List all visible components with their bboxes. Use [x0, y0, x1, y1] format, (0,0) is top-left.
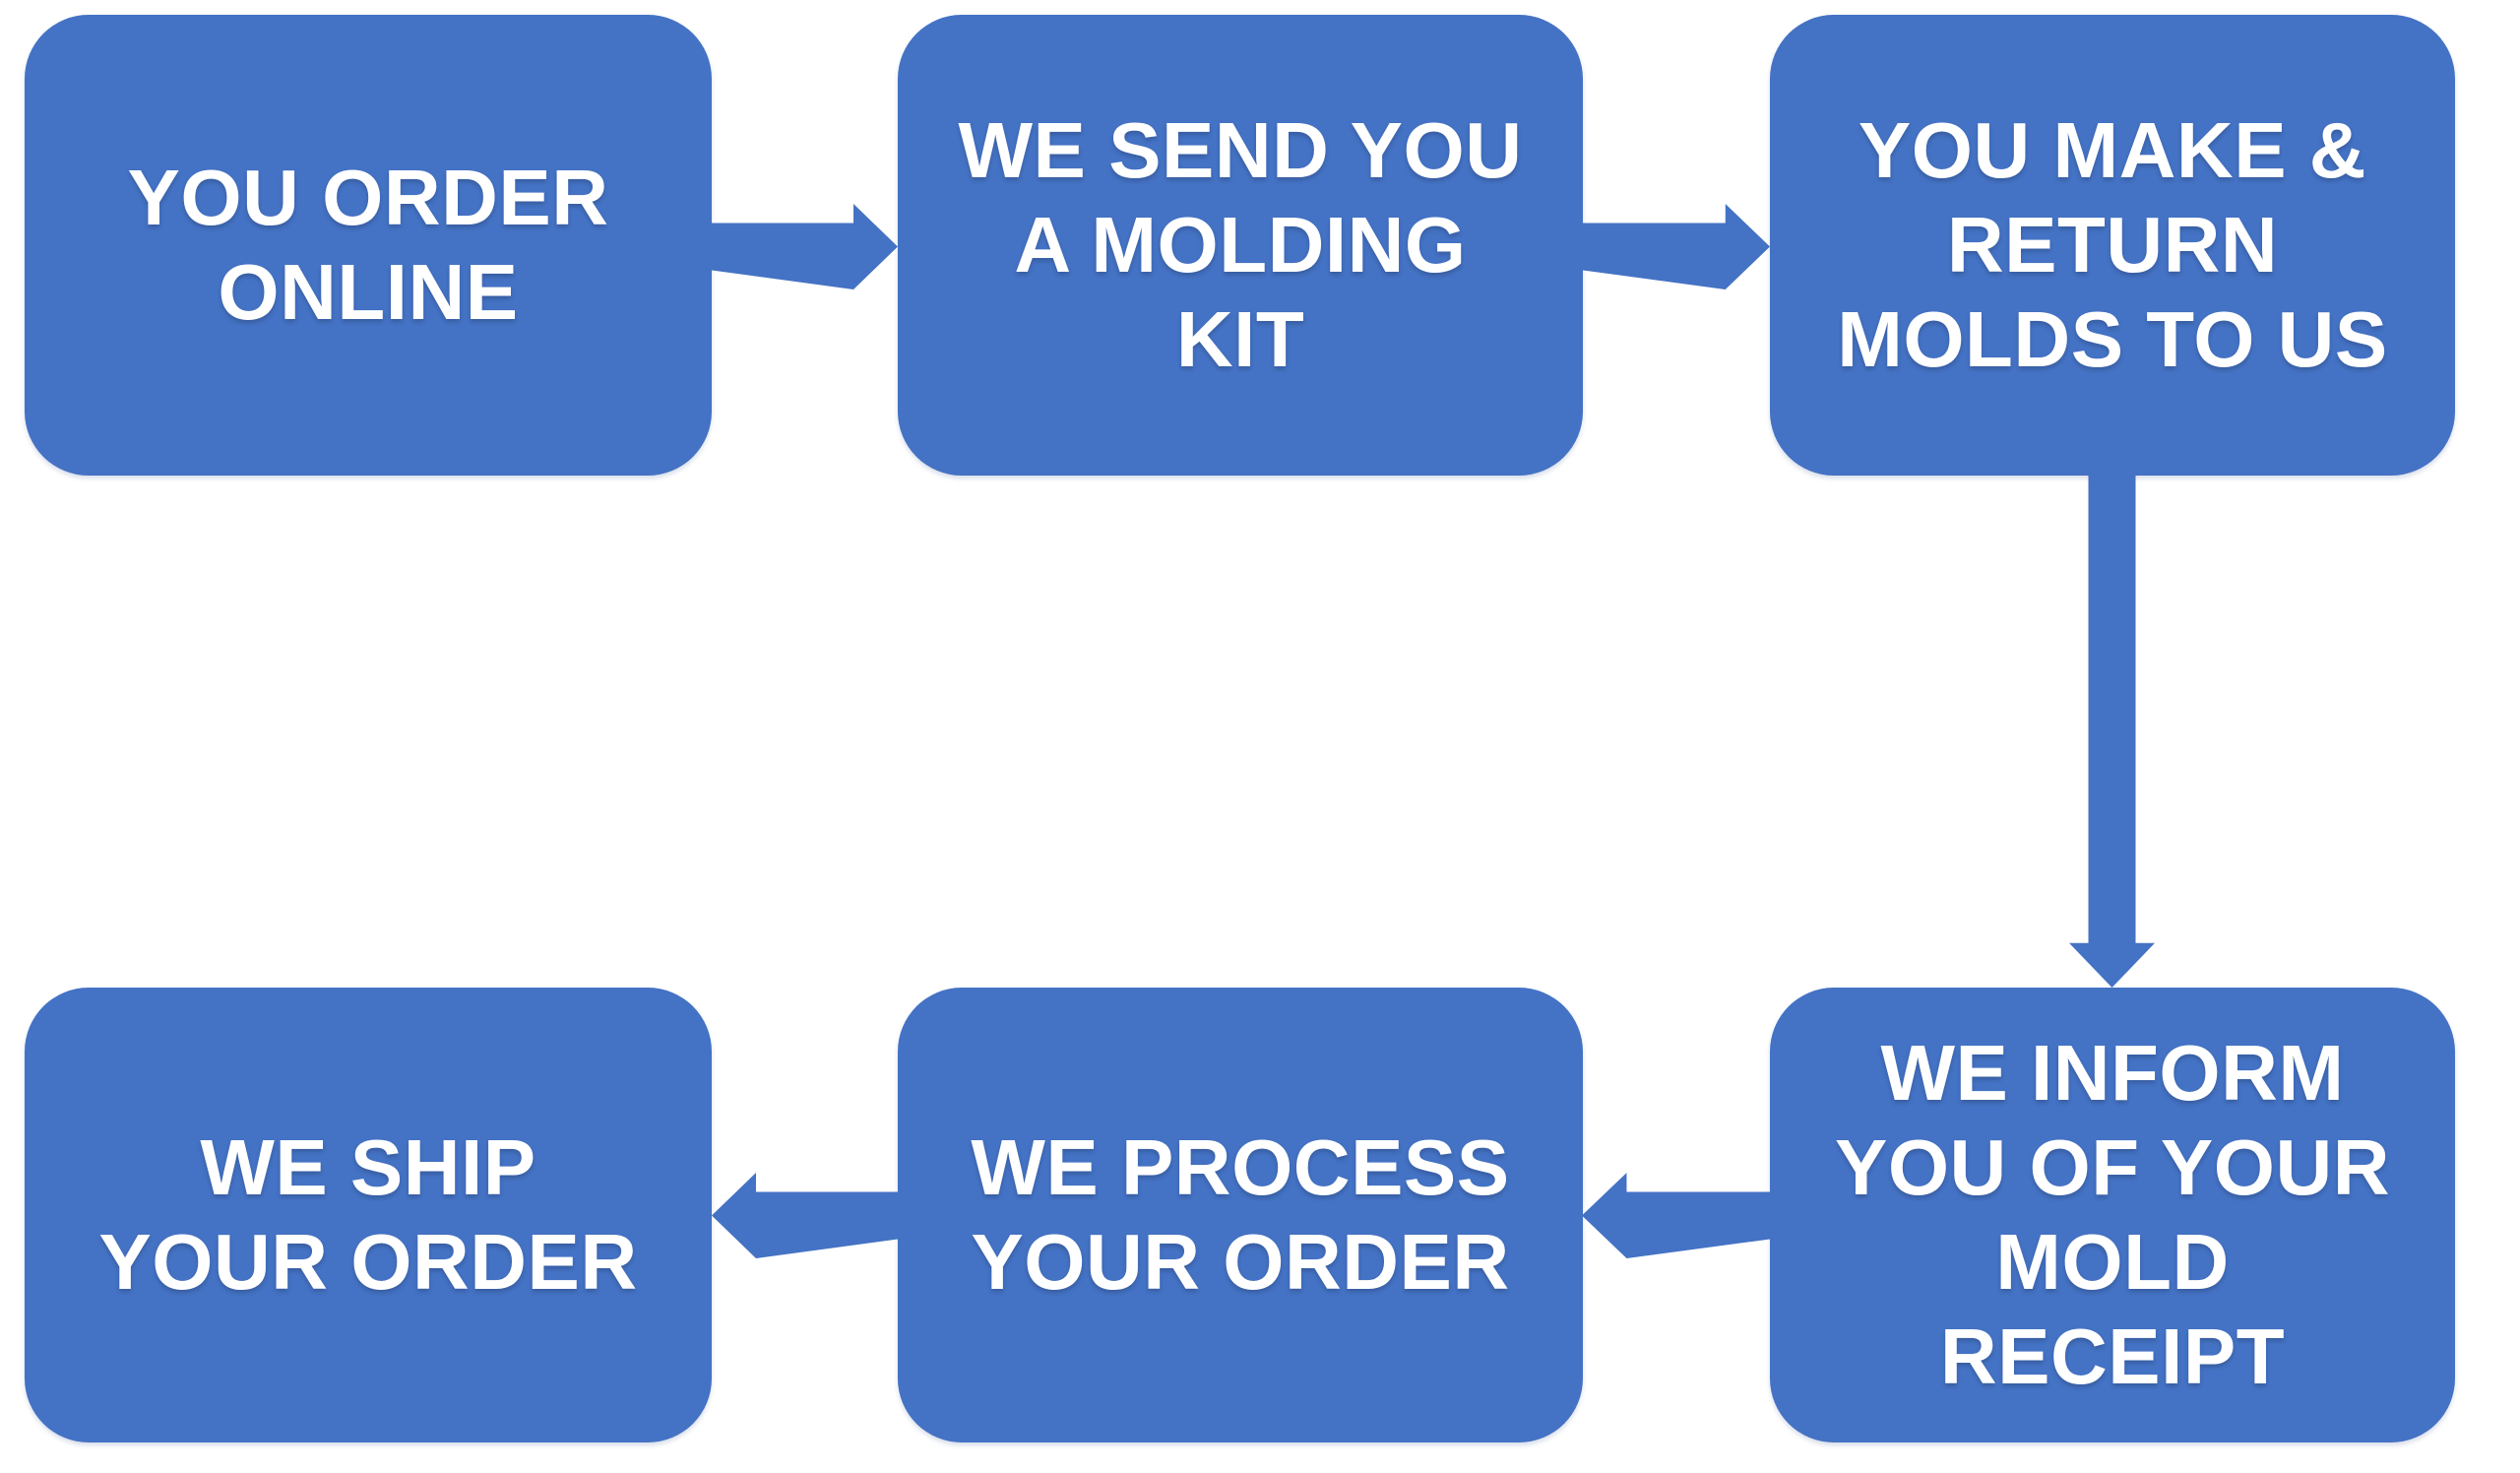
flow-node-label: WE PROCESS YOUR ORDER	[971, 1123, 1510, 1306]
flow-arrow-molds-to-receipt	[2069, 476, 2155, 988]
flow-node-label: WE INFORM YOU OF YOUR MOLD RECEIPT	[1834, 1029, 2391, 1400]
flow-arrow-order-to-kit	[712, 204, 898, 289]
flow-arrow-kit-to-molds	[1583, 204, 1770, 289]
flow-node-label: YOU MAKE & RETURN MOLDS TO US	[1837, 106, 2388, 383]
flow-node-label: WE SEND YOU A MOLDING KIT	[958, 106, 1523, 383]
flow-node-send-molding-kit: WE SEND YOU A MOLDING KIT	[898, 15, 1583, 476]
flow-node-inform-mold-receipt: WE INFORM YOU OF YOUR MOLD RECEIPT	[1770, 988, 2455, 1442]
flow-arrow-process-to-ship	[712, 1173, 898, 1258]
flow-node-make-return-molds: YOU MAKE & RETURN MOLDS TO US	[1770, 15, 2455, 476]
flow-node-label: YOU ORDER ONLINE	[127, 154, 609, 336]
flow-arrow-receipt-to-process	[1582, 1173, 1770, 1258]
flow-node-process-order: WE PROCESS YOUR ORDER	[898, 988, 1583, 1442]
flow-node-you-order-online: YOU ORDER ONLINE	[25, 15, 712, 476]
flow-node-ship-order: WE SHIP YOUR ORDER	[25, 988, 712, 1442]
flow-node-label: WE SHIP YOUR ORDER	[98, 1123, 638, 1306]
